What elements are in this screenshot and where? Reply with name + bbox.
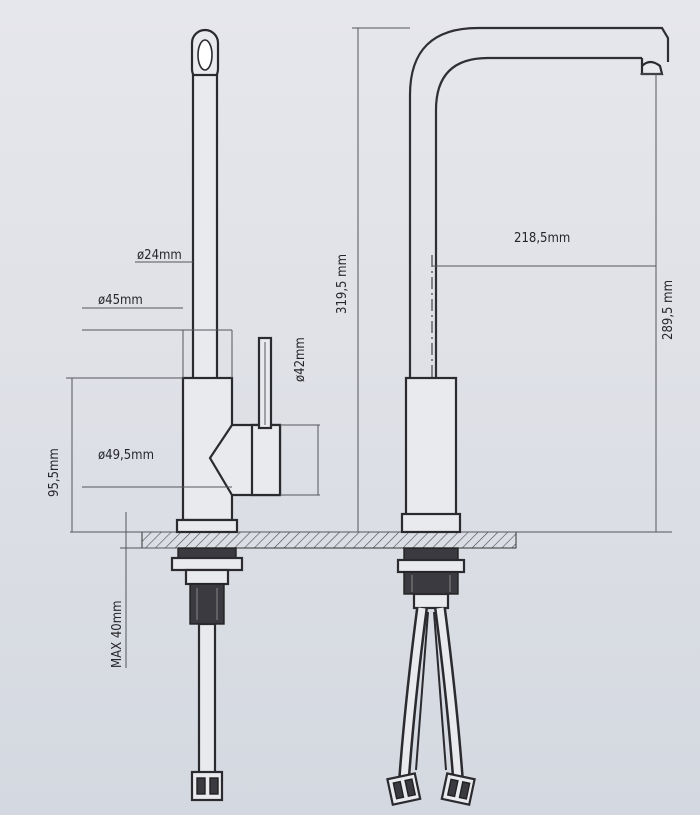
front-view — [386, 26, 670, 806]
front-view-dimensions: 319,5 mm 218,5mm 289,5 mm — [335, 27, 676, 532]
dim-diameter-45: ø45mm — [98, 293, 143, 308]
front-body — [404, 376, 458, 522]
dim-diameter-42: ø42mm — [293, 337, 308, 382]
dim-max-thickness: MAX 40mm — [110, 601, 125, 668]
dim-height-319-5: 319,5 mm — [335, 254, 350, 314]
aerator — [640, 58, 664, 76]
dim-diameter-49-5: ø49,5mm — [98, 448, 154, 463]
dim-diameter-24: ø24mm — [137, 248, 182, 263]
supply-hose — [197, 622, 217, 776]
dim-height-289-5: 289,5 mm — [661, 280, 676, 340]
dim-height-95-5: 95,5mm — [47, 448, 62, 497]
countertop — [70, 531, 672, 549]
side-view-dimensions: ø24mm ø45mm ø42mm ø49,5mm 95,5mm MAX 40m… — [47, 248, 320, 668]
side-view — [170, 28, 282, 802]
dim-reach-218-5: 218,5mm — [514, 231, 570, 246]
spout-tube — [191, 73, 219, 382]
